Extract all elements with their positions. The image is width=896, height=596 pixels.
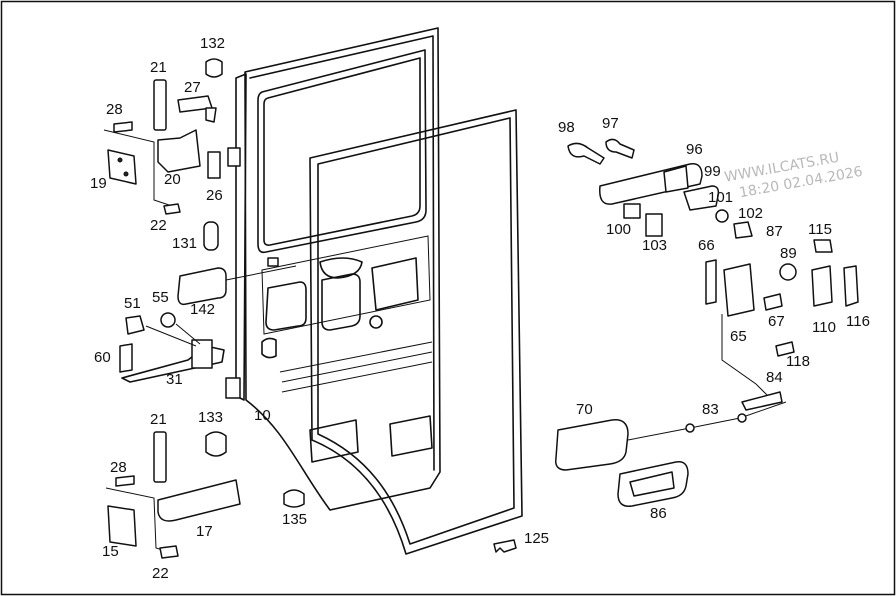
label-66: 66 <box>698 237 715 254</box>
label-67: 67 <box>768 313 785 330</box>
part-84 <box>741 391 783 411</box>
label-21-lower: 21 <box>150 411 167 428</box>
label-101: 101 <box>708 189 733 206</box>
label-87: 87 <box>766 223 783 240</box>
part-17 <box>157 479 241 522</box>
label-28: 28 <box>106 101 123 118</box>
part-118 <box>775 341 795 357</box>
part-28-bolt <box>113 121 133 133</box>
label-133: 133 <box>198 409 223 426</box>
label-131: 131 <box>172 235 197 252</box>
part-115 <box>813 239 833 253</box>
part-97 <box>605 138 635 159</box>
part-100 <box>623 203 641 219</box>
part-98 <box>567 142 605 165</box>
lower-hinge-group <box>105 431 305 559</box>
inner-handle-group <box>554 401 787 507</box>
part-20 <box>157 129 201 173</box>
label-20: 20 <box>164 171 181 188</box>
label-83: 83 <box>702 401 719 418</box>
door-seal <box>309 109 523 555</box>
part-70 <box>554 419 629 471</box>
label-110: 110 <box>812 319 836 336</box>
label-27: 27 <box>184 79 201 96</box>
part-19 <box>107 149 137 185</box>
label-98: 98 <box>558 119 575 136</box>
door-panel <box>225 27 441 511</box>
label-70: 70 <box>576 401 593 418</box>
label-102: 102 <box>738 205 763 222</box>
part-135 <box>283 489 305 508</box>
part-21-pin <box>153 79 167 131</box>
part-22-bolt <box>163 203 181 215</box>
part-22b-bolt <box>159 545 179 559</box>
part-60 <box>119 343 133 373</box>
label-103: 103 <box>642 237 667 254</box>
part-67 <box>763 293 783 311</box>
label-135: 135 <box>282 511 307 528</box>
check-strap-group <box>119 312 225 383</box>
label-31: 31 <box>166 371 183 388</box>
part-21b-pin <box>153 431 167 483</box>
part-103 <box>645 213 663 237</box>
part-28b-bolt <box>115 475 135 487</box>
label-26: 26 <box>206 187 223 204</box>
label-99: 99 <box>704 163 721 180</box>
part-131 <box>203 221 219 251</box>
watermark: WWW.ILCATS.RU 18:20 02.04.2026 <box>723 150 864 202</box>
part-31 <box>121 345 225 383</box>
label-116: 116 <box>846 313 870 330</box>
part-110 <box>811 265 833 307</box>
label-55: 55 <box>152 289 169 306</box>
lock-group <box>705 259 859 411</box>
label-60: 60 <box>94 349 111 366</box>
label-65: 65 <box>730 328 747 345</box>
label-10: 10 <box>254 407 271 424</box>
label-118: 118 <box>786 353 810 370</box>
part-55 <box>160 312 176 328</box>
label-22: 22 <box>150 217 167 234</box>
part-89 <box>779 263 797 281</box>
label-115: 115 <box>808 221 832 238</box>
label-100: 100 <box>606 221 631 238</box>
label-97: 97 <box>602 115 619 132</box>
label-142: 142 <box>190 301 215 318</box>
label-96: 96 <box>686 141 703 158</box>
label-28-lower: 28 <box>110 459 127 476</box>
label-22-lower: 22 <box>152 565 169 582</box>
label-125: 125 <box>524 530 549 547</box>
label-84: 84 <box>766 369 783 386</box>
part-132 <box>205 58 223 78</box>
part-26 <box>207 151 221 179</box>
outer-handle-group <box>567 138 833 253</box>
part-102 <box>715 209 729 223</box>
part-66 <box>705 259 717 305</box>
label-132: 132 <box>200 35 225 52</box>
part-51 <box>125 315 145 335</box>
part-65 <box>723 263 755 317</box>
label-21: 21 <box>150 59 167 76</box>
part-116 <box>843 265 859 307</box>
label-51: 51 <box>124 295 141 312</box>
callout-labels: 132 21 27 28 19 20 26 22 131 142 51 55 6… <box>90 35 870 582</box>
part-15 <box>107 505 137 547</box>
label-15: 15 <box>102 543 119 560</box>
part-133 <box>205 431 227 457</box>
label-17: 17 <box>196 523 213 540</box>
part-87 <box>733 221 753 239</box>
part-99 <box>683 185 720 211</box>
upper-hinge-group <box>103 58 297 306</box>
label-19: 19 <box>90 175 107 192</box>
part-142 <box>177 267 227 306</box>
label-89: 89 <box>780 245 797 262</box>
label-86: 86 <box>650 505 667 522</box>
